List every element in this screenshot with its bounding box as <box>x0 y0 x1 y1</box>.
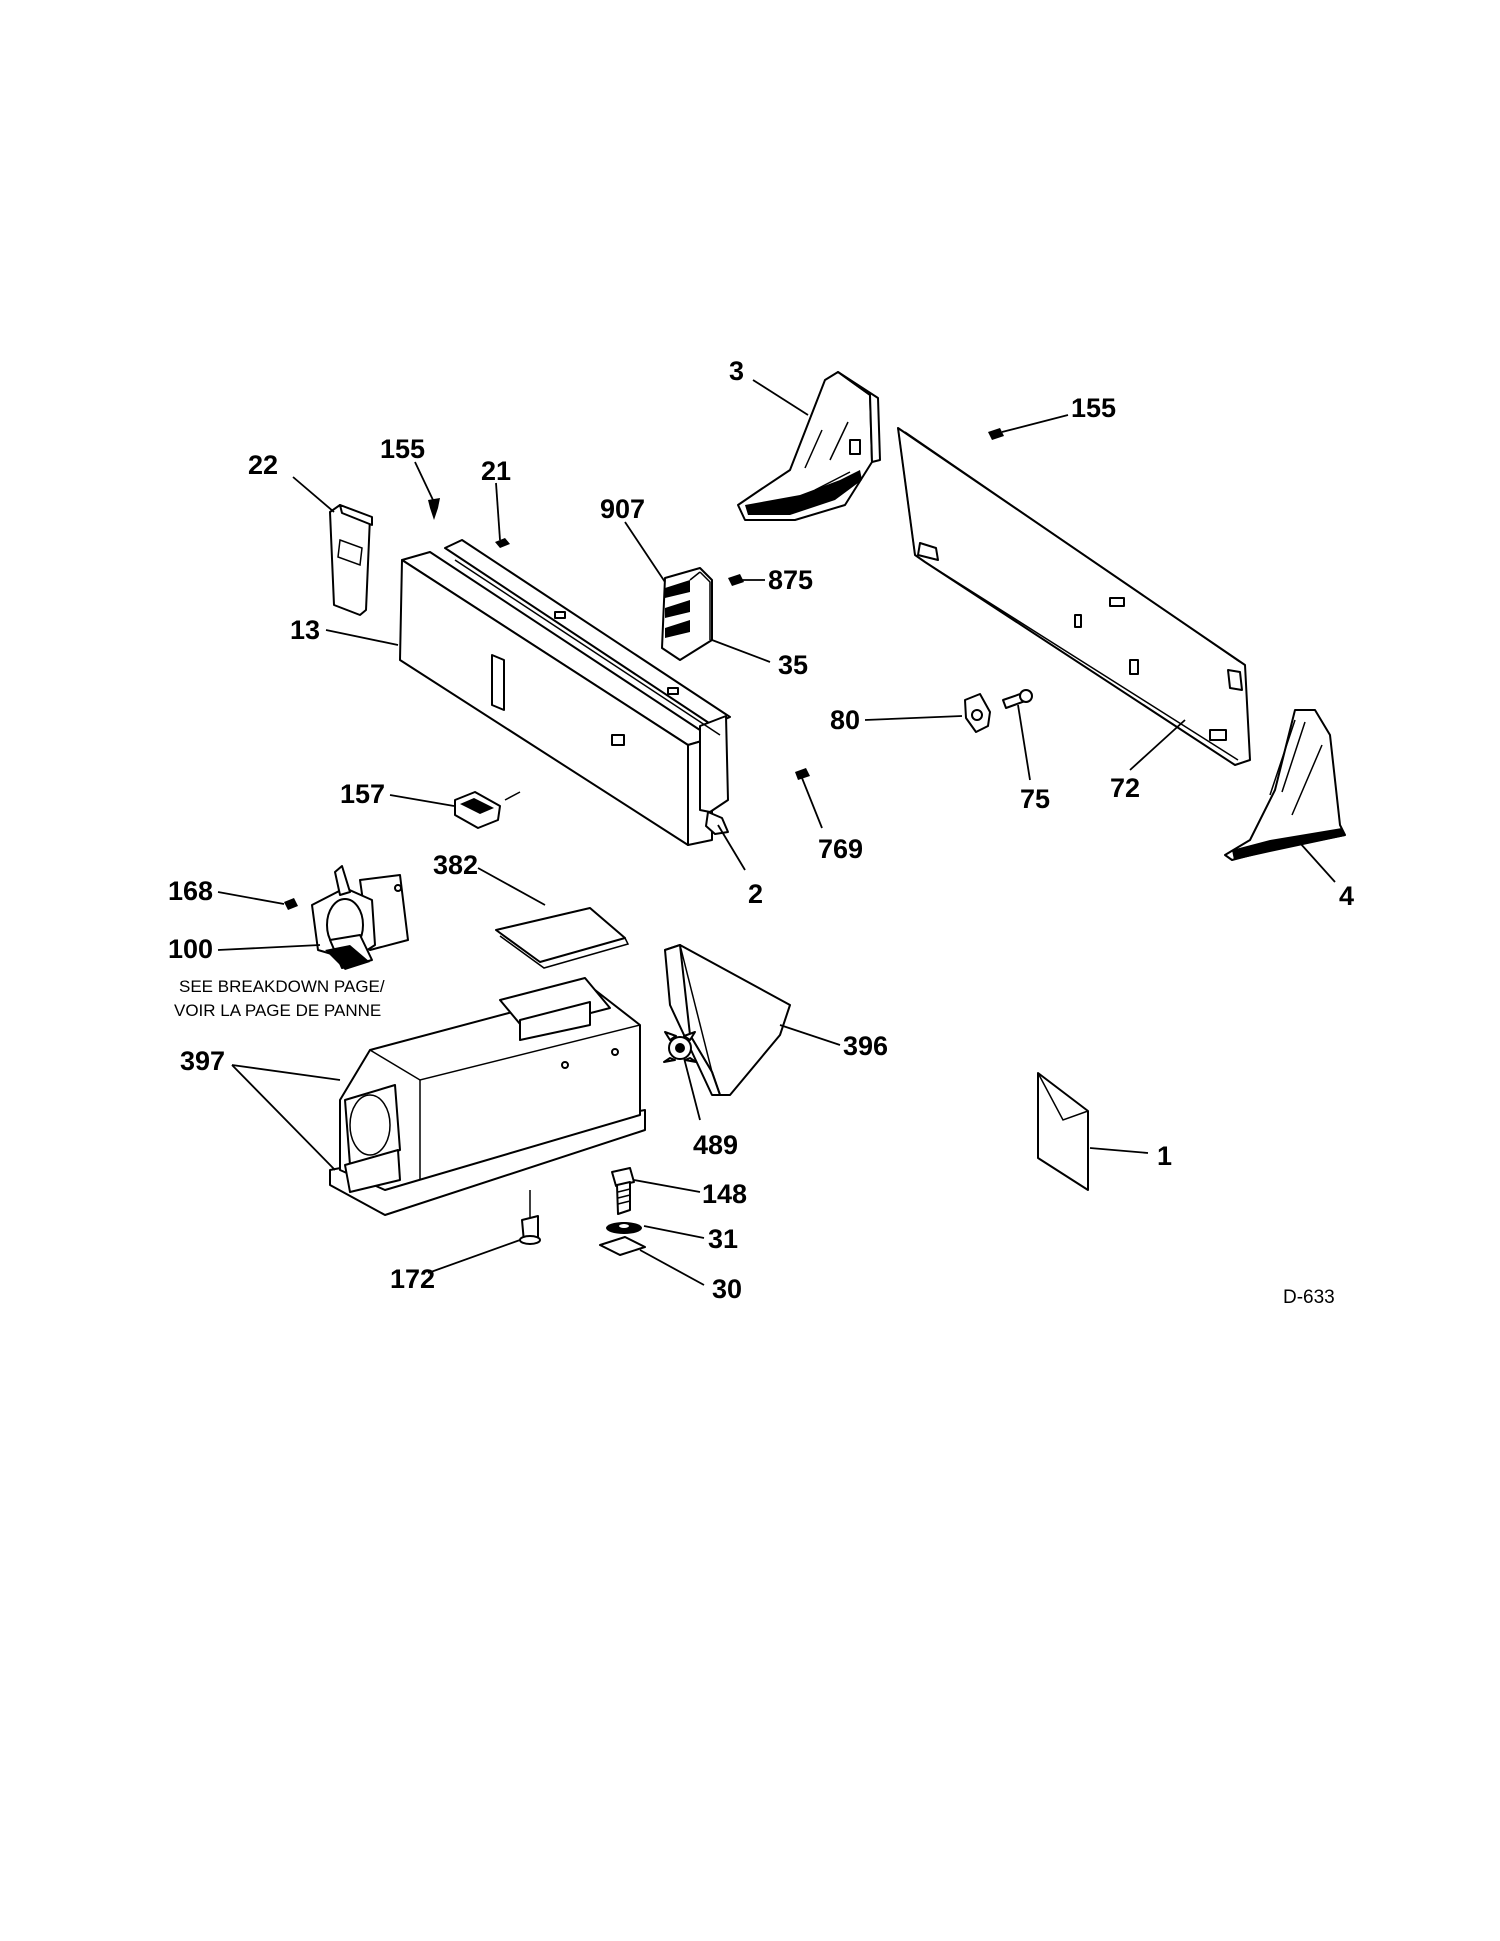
part-duct-cover <box>664 944 791 1096</box>
callout-labels: 3 155 22 155 21 907 875 13 35 80 75 72 1… <box>168 356 1354 1304</box>
part-bearing-489 <box>663 1031 697 1063</box>
part-end-cap-right <box>1224 709 1346 861</box>
part-base-housing <box>329 977 646 1216</box>
part-washer-31 <box>606 1222 642 1234</box>
part-rear-panel <box>897 427 1251 766</box>
callout-31: 31 <box>708 1224 738 1254</box>
callout-72: 72 <box>1110 773 1140 803</box>
callout-1: 1 <box>1157 1141 1172 1171</box>
callout-148: 148 <box>702 1179 747 1209</box>
callout-35: 35 <box>778 650 808 680</box>
callout-21: 21 <box>481 456 511 486</box>
callout-172: 172 <box>390 1264 435 1294</box>
callout-13: 13 <box>290 615 320 645</box>
breakdown-note: SEE BREAKDOWN PAGE/ VOIR LA PAGE DE PANN… <box>174 977 385 1020</box>
callout-155-left: 155 <box>380 434 425 464</box>
part-switch-block <box>661 567 713 661</box>
callout-382: 382 <box>433 850 478 880</box>
part-motor-assembly <box>311 865 409 970</box>
part-screw-155a <box>428 498 440 520</box>
callout-80: 80 <box>830 705 860 735</box>
part-foot-172 <box>519 1190 541 1245</box>
part-foot-pad-30 <box>599 1236 646 1256</box>
leader-lines <box>217 379 1336 1286</box>
part-screw-155b <box>988 428 1004 440</box>
part-bolt-75 <box>1002 689 1033 709</box>
callout-875: 875 <box>768 565 813 595</box>
part-literature-envelope <box>1037 1072 1089 1191</box>
note-line-1: SEE BREAKDOWN PAGE/ <box>179 977 385 996</box>
part-clip-80 <box>964 693 991 733</box>
part-connector-157 <box>454 791 521 829</box>
part-screw-875 <box>728 574 744 586</box>
part-screw-168 <box>284 898 298 910</box>
callout-489: 489 <box>693 1130 738 1160</box>
callout-22: 22 <box>248 450 278 480</box>
callout-30: 30 <box>712 1274 742 1304</box>
callout-3: 3 <box>729 356 744 386</box>
part-backsplash-trim <box>444 539 731 835</box>
callout-2: 2 <box>748 879 763 909</box>
callout-397: 397 <box>180 1046 225 1076</box>
part-leveling-leg-148 <box>611 1167 635 1215</box>
callout-168: 168 <box>168 876 213 906</box>
callout-157: 157 <box>340 779 385 809</box>
callout-396: 396 <box>843 1031 888 1061</box>
note-line-2: VOIR LA PAGE DE PANNE <box>174 1001 381 1020</box>
callout-769: 769 <box>818 834 863 864</box>
part-cover-plate-382 <box>495 907 630 969</box>
part-end-cap-left <box>737 371 881 521</box>
diagram-code: D-633 <box>1283 1287 1335 1308</box>
part-screw-769 <box>795 768 810 780</box>
callout-155-right: 155 <box>1071 393 1116 423</box>
part-screw-21 <box>495 538 510 548</box>
part-handle-strip <box>329 504 373 616</box>
callout-907: 907 <box>600 494 645 524</box>
callout-4: 4 <box>1339 881 1354 911</box>
callout-75: 75 <box>1020 784 1050 814</box>
callout-100: 100 <box>168 934 213 964</box>
